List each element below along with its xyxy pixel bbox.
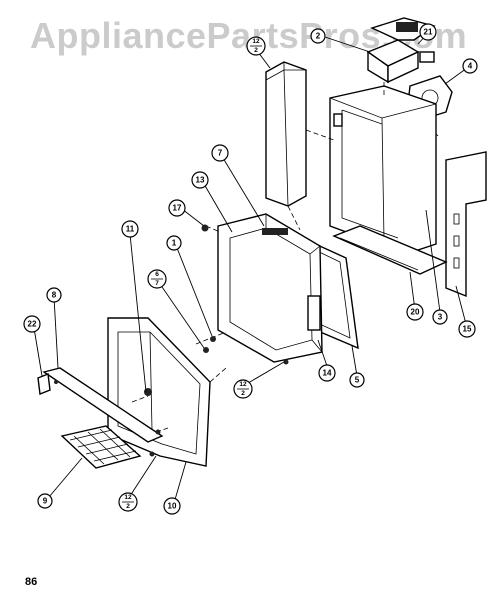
callout-4: 4	[462, 58, 478, 74]
callout-1-label: 1	[172, 239, 177, 248]
callout-20-label: 20	[411, 308, 420, 317]
callout-6-sub: 7	[155, 280, 159, 287]
callout-17-label: 17	[173, 204, 182, 213]
callout-13: 13	[191, 171, 209, 189]
callout-22-label: 22	[28, 320, 37, 329]
callout-6-label: 6	[155, 271, 159, 278]
page-number: 86	[25, 576, 38, 588]
callout-14: 14	[318, 364, 336, 382]
callout-2: 2	[310, 28, 326, 44]
callout-12-top-label: 12	[252, 38, 260, 45]
callout-13-label: 13	[196, 176, 205, 185]
callout-17: 17	[168, 199, 186, 217]
callout-8: 8	[46, 287, 62, 303]
cabinet-box	[329, 85, 437, 255]
hardware	[54, 224, 289, 457]
filter	[60, 425, 142, 469]
callout-7: 7	[211, 144, 229, 162]
callout-12-top-sub: 2	[254, 47, 258, 54]
callout-11-label: 11	[126, 225, 135, 234]
door-frame	[217, 213, 323, 363]
callout-6-7: 6 7	[147, 269, 167, 289]
callout-15: 15	[458, 320, 476, 338]
side-panel	[445, 151, 487, 298]
callout-10: 10	[163, 497, 181, 515]
callout-3-label: 3	[438, 313, 443, 322]
callout-2-label: 2	[316, 32, 321, 41]
base-plate	[332, 225, 448, 275]
callout-22: 22	[23, 315, 41, 333]
callout-12-mid: 12 2	[233, 379, 253, 399]
side-rail	[42, 367, 164, 443]
callout-10-label: 10	[168, 502, 177, 511]
callout-21: 21	[419, 23, 437, 41]
callout-12-mid-label: 12	[239, 381, 247, 388]
corner-bracket	[37, 373, 51, 395]
callout-9: 9	[37, 493, 53, 509]
callout-20: 20	[406, 303, 424, 321]
callout-3: 3	[432, 309, 448, 325]
leader-lines	[33, 33, 468, 504]
callout-21-label: 21	[424, 28, 433, 37]
top-blower-assembly	[366, 17, 436, 84]
callout-9-label: 9	[43, 497, 48, 506]
callout-7-label: 7	[218, 149, 223, 158]
callout-5-label: 5	[355, 376, 360, 385]
duct-column	[265, 61, 307, 207]
callout-8-label: 8	[52, 291, 57, 300]
callout-12-bottom-label: 12	[124, 494, 132, 501]
callout-12-bottom-sub: 2	[126, 503, 130, 510]
callout-12-mid-sub: 2	[241, 390, 245, 397]
callout-12-bottom: 12 2	[118, 492, 138, 512]
callout-14-label: 14	[323, 369, 332, 378]
callout-4-label: 4	[468, 62, 473, 71]
callout-15-label: 15	[463, 325, 472, 334]
callout-5: 5	[349, 372, 365, 388]
callout-1: 1	[166, 235, 182, 251]
callout-12-top: 12 2	[246, 36, 266, 56]
callout-11: 11	[121, 220, 139, 238]
